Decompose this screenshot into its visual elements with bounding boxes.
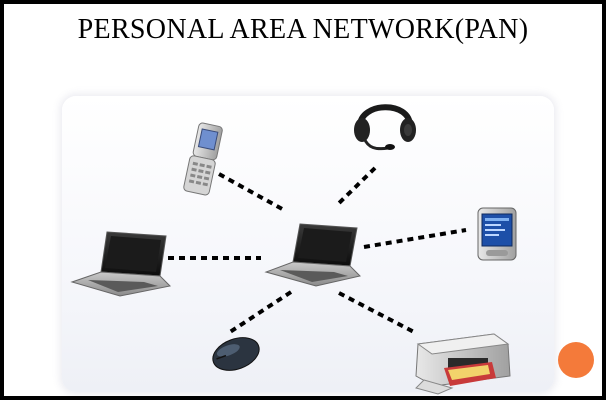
link-headset (334, 166, 377, 208)
printer-icon (415, 333, 511, 395)
mouse-icon (212, 337, 260, 371)
link-pda (363, 228, 467, 249)
laptop-icon (70, 231, 172, 297)
accent-dot (558, 342, 594, 378)
link-printer (338, 291, 415, 334)
link-phone (218, 172, 285, 212)
slide-title: PERSONAL AREA NETWORK(PAN) (77, 14, 529, 45)
link-mouse (228, 290, 293, 334)
pan-diagram (70, 104, 517, 395)
slide: PERSONAL AREA NETWORK(PAN) (4, 4, 602, 396)
mobile-phone-icon (183, 122, 223, 196)
pda-icon (477, 207, 517, 261)
hub-laptop-icon (264, 223, 361, 287)
headset-icon (354, 104, 416, 151)
